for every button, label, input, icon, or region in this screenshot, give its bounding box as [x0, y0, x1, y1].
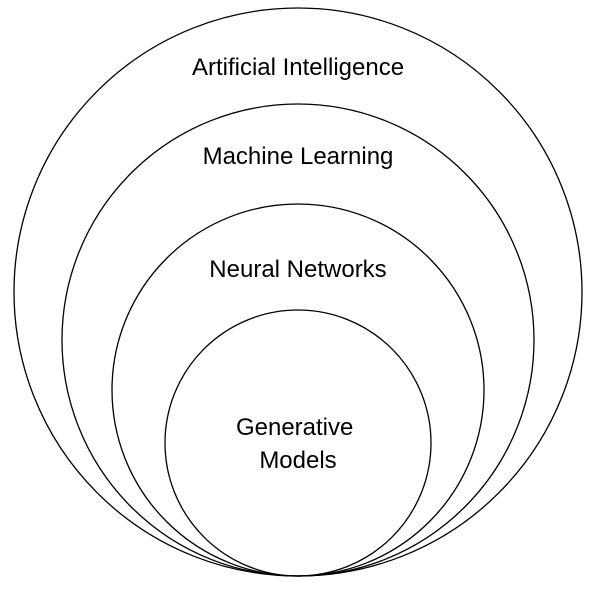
label-artificial-intelligence-line-1: Artificial Intelligence: [192, 54, 404, 81]
label-generative-models: Generative Models: [236, 414, 360, 474]
label-neural-networks: Neural Networks: [209, 256, 386, 283]
label-generative-models-line-1: Generative: [236, 414, 353, 441]
set-artificial-intelligence: Artificial Intelligence: [13, 7, 583, 577]
label-neural-networks-line-1: Neural Networks: [209, 256, 386, 283]
set-machine-learning: Machine Learning: [61, 103, 535, 577]
ring-generative-models: [164, 309, 432, 577]
label-artificial-intelligence: Artificial Intelligence: [192, 54, 404, 81]
label-machine-learning-line-1: Machine Learning: [203, 143, 394, 170]
label-generative-models-line-2: Models: [259, 447, 336, 474]
set-generative-models: Generative Models: [164, 309, 432, 577]
set-neural-networks: Neural Networks: [111, 203, 485, 577]
ring-machine-learning: [61, 103, 535, 577]
label-machine-learning: Machine Learning: [203, 143, 394, 170]
ring-artificial-intelligence: [13, 7, 583, 577]
